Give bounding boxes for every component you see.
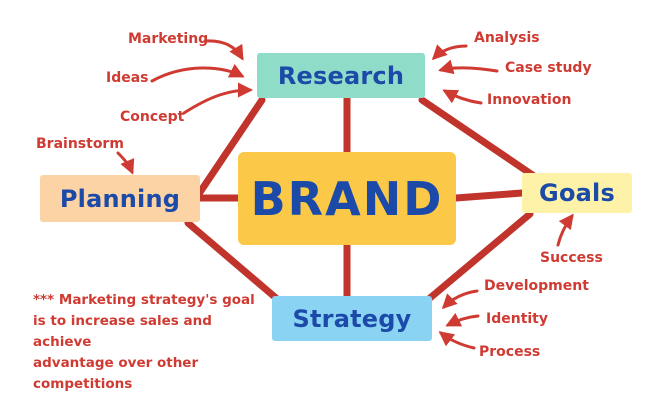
node-planning[interactable]: Planning [40, 175, 200, 222]
arrow-marketing [203, 39, 244, 61]
arrow-concept [182, 82, 253, 115]
arrow-identity [445, 312, 480, 327]
arrow-analysis [431, 44, 468, 61]
arrow-development [441, 289, 479, 310]
label-identity: Identity [486, 311, 549, 327]
arrow-innovation [442, 89, 483, 105]
node-research[interactable]: Research [257, 53, 425, 98]
label-case-study: Case study [505, 60, 592, 76]
label-marketing: Marketing [128, 31, 209, 47]
connector-strategy-planning [184, 219, 280, 302]
footnote-marketing-strategy: *** Marketing strategy's goal is to incr… [33, 290, 273, 395]
label-innovation: Innovation [487, 92, 572, 108]
label-development: Development [484, 278, 589, 294]
arrow-success [556, 213, 574, 247]
connector-research-goals [418, 96, 538, 180]
arrow-process [438, 331, 476, 350]
footnote-line-2: is to increase sales and achieve [33, 312, 212, 350]
label-process: Process [479, 344, 541, 360]
node-strategy[interactable]: Strategy [272, 296, 432, 341]
node-brand[interactable]: BRAND [238, 152, 456, 245]
label-success: Success [540, 250, 603, 266]
connector-goals-strategy [426, 210, 534, 302]
label-brainstorm: Brainstorm [36, 136, 124, 152]
arrow-case-study [438, 59, 499, 75]
label-ideas: Ideas [106, 70, 149, 86]
label-concept: Concept [120, 109, 185, 125]
node-goals[interactable]: Goals [522, 173, 632, 213]
connector-brand-goals [452, 189, 526, 202]
footnote-line-3: advantage over other competitions [33, 354, 199, 392]
arrow-brainstorm [116, 151, 135, 175]
arrow-ideas [150, 63, 245, 83]
footnote-line-1: *** Marketing strategy's goal [33, 292, 255, 308]
label-analysis: Analysis [474, 30, 540, 46]
